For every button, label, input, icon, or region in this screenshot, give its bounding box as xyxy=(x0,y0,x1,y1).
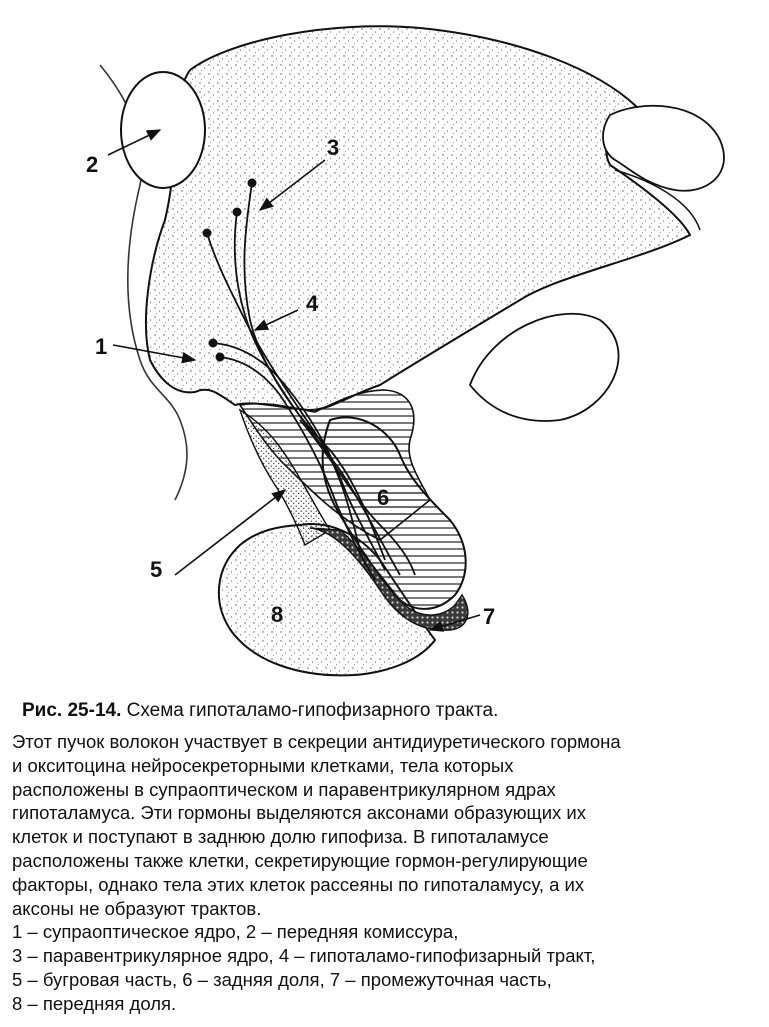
legend-line: 8 – передняя доля. xyxy=(12,992,764,1016)
label-6: 6 xyxy=(377,485,389,510)
caption-body: Этот пучок волокон участвует в секреции … xyxy=(12,730,764,920)
label-7: 7 xyxy=(483,604,495,629)
caption-body-line: расположены в супраоптическом и паравент… xyxy=(12,778,764,802)
figure-title: Схема гипоталамо-гипофизарного тракта. xyxy=(127,700,499,721)
label-8: 8 xyxy=(271,602,283,627)
label-3: 3 xyxy=(327,135,339,160)
caption-body-line: Этот пучок волокон участвует в секреции … xyxy=(12,730,764,754)
label-1: 1 xyxy=(95,334,107,359)
caption-body-line: факторы, однако тела этих клеток рассеян… xyxy=(12,873,764,897)
label-2: 2 xyxy=(86,152,98,177)
label-5: 5 xyxy=(150,557,162,582)
anterior-commissure xyxy=(121,72,205,188)
legend-line: 5 – бугровая часть, 6 – задняя доля, 7 –… xyxy=(12,968,764,992)
legend-line: 3 – паравентрикулярное ядро, 4 – гипотал… xyxy=(12,944,764,968)
caption-body-line: расположены также клетки, секретирующие … xyxy=(12,849,764,873)
caption-body-line: и окситоцина нейросекреторными клетками,… xyxy=(12,754,764,778)
legend-line: 1 – супраоптическое ядро, 2 – передняя к… xyxy=(12,920,764,944)
caption-body-line: клеток и поступают в заднюю долю гипофиз… xyxy=(12,825,764,849)
caption-body-line: аксоны не образуют трактов. xyxy=(12,897,764,921)
label-4: 4 xyxy=(306,291,319,316)
caption-legend: 1 – супраоптическое ядро, 2 – передняя к… xyxy=(12,920,764,1015)
caption-title: Рис. 25-14. Схема гипоталамо-гипофизарно… xyxy=(22,700,764,722)
figure-caption: Рис. 25-14. Схема гипоталамо-гипофизарно… xyxy=(12,700,764,1016)
posterior-curve xyxy=(470,314,619,421)
hypothalamo-hypophyseal-diagram: 2 3 4 1 6 5 8 7 xyxy=(0,0,769,690)
caption-body-line: гипоталамуса. Эти гормоны выделяются акс… xyxy=(12,801,764,825)
figure-number: Рис. 25-14. xyxy=(22,700,121,721)
